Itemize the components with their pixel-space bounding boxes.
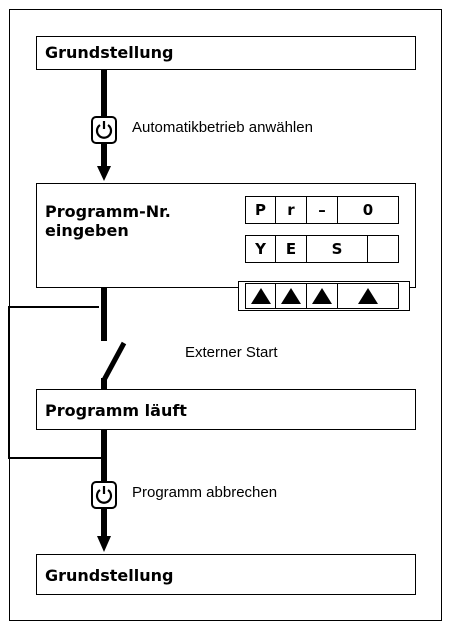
display-cell-y: Y [245, 235, 276, 263]
external-start-label: Externer Start [185, 344, 278, 361]
arrow-key-4[interactable] [337, 283, 399, 309]
arrow-down-icon [97, 536, 111, 552]
program-input-line1: Programm-Nr. [45, 202, 171, 221]
program-input-line2: eingeben [45, 221, 129, 240]
end-state-box: Grundstellung [36, 554, 416, 595]
display-cell-r: r [275, 196, 307, 224]
loop-line [8, 306, 104, 459]
display-cell-zero: 0 [337, 196, 399, 224]
start-state-title: Grundstellung [45, 43, 174, 62]
arrow-head-1 [97, 166, 111, 181]
arrow-key-2[interactable] [275, 283, 307, 309]
power-button-icon [91, 116, 117, 144]
arrow-key-1[interactable] [245, 283, 276, 309]
switch-icon [101, 341, 127, 382]
display-cell-e: E [275, 235, 307, 263]
start-state-box: Grundstellung [36, 36, 416, 70]
program-running-title: Programm läuft [45, 401, 187, 420]
program-input-box: Programm-Nr. eingeben [36, 183, 416, 288]
display-cell-s: S [306, 235, 368, 263]
program-input-title: Programm-Nr. eingeben [45, 202, 171, 240]
display-cell-dash: – [306, 196, 338, 224]
power-button-abort-icon [91, 481, 117, 509]
select-auto-label: Automatikbetrieb anwählen [132, 119, 313, 136]
program-running-box: Programm läuft [36, 389, 416, 430]
display-cell-p: P [245, 196, 276, 224]
display-cell-empty [367, 235, 399, 263]
end-state-title: Grundstellung [45, 566, 174, 585]
arrow-key-3[interactable] [306, 283, 338, 309]
abort-label: Programm abbrechen [132, 484, 278, 501]
